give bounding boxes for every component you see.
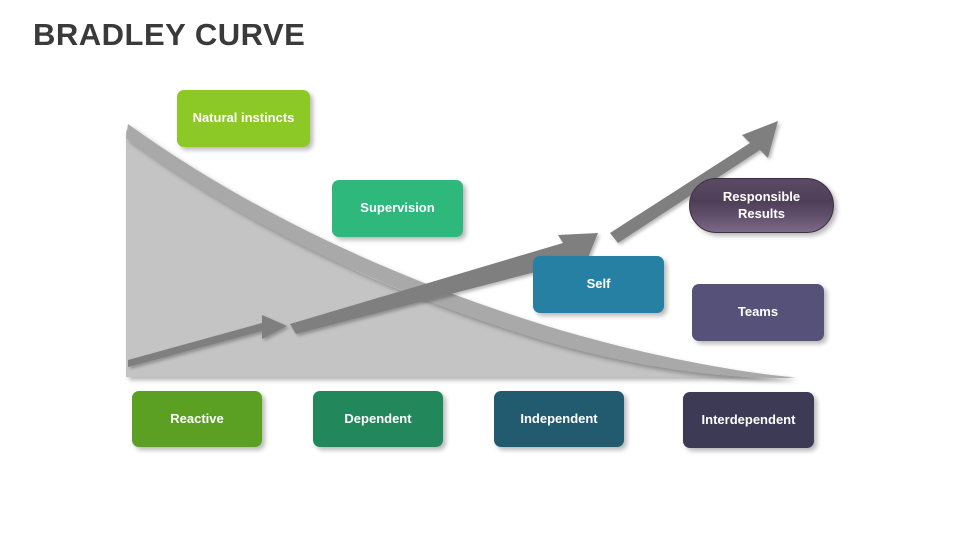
callout-label-line2: Results: [738, 205, 785, 221]
stage-box-independent[interactable]: Independent: [494, 391, 624, 447]
ascending-arrow-segment-2: [290, 233, 598, 334]
callout-label: Responsible Results: [723, 189, 800, 223]
callout-label: Self: [586, 276, 611, 292]
ascending-arrow-segment-3: [610, 121, 778, 243]
stage-box-interdependent[interactable]: Interdependent: [683, 392, 814, 448]
callout-teams[interactable]: Teams: [692, 284, 824, 341]
page-title: BRADLEY CURVE: [33, 17, 306, 52]
callout-natural-instincts[interactable]: Natural instincts: [177, 90, 310, 147]
callout-label: Natural instincts: [192, 110, 295, 126]
callout-label: Supervision: [360, 200, 435, 216]
stage-label: Interdependent: [701, 411, 796, 427]
callout-supervision[interactable]: Supervision: [332, 180, 463, 237]
callout-self[interactable]: Self: [533, 256, 664, 313]
ascending-arrow-segment-1: [128, 315, 287, 367]
stage-label: Reactive: [170, 410, 224, 426]
stage-label: Dependent: [344, 410, 412, 426]
callout-label-line1: Responsible: [722, 188, 801, 204]
declining-curve-region: [126, 130, 793, 377]
stage-box-dependent[interactable]: Dependent: [313, 391, 443, 447]
callout-responsible-results[interactable]: Responsible Results: [689, 178, 834, 233]
stage-box-reactive[interactable]: Reactive: [132, 391, 262, 447]
stage-label: Independent: [520, 410, 598, 426]
callout-label: Teams: [737, 304, 779, 320]
